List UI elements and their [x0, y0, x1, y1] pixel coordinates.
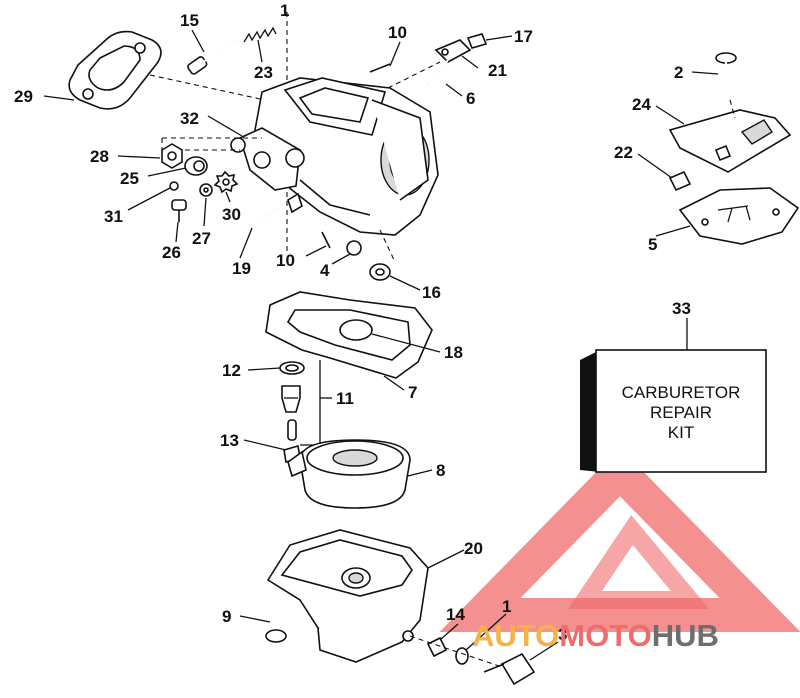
callout-25: 25: [120, 169, 139, 188]
plug-3: [483, 652, 536, 686]
screw-6: [427, 59, 449, 85]
callout-28: 28: [90, 147, 109, 166]
check-ball-4: [346, 240, 362, 256]
callout-18: 18: [444, 343, 463, 362]
kit-label-line1: CARBURETOR: [622, 383, 741, 402]
screw-2: [715, 52, 737, 98]
idle-mixture-screw: [187, 39, 239, 75]
seal-16: [369, 263, 391, 281]
screw-19: [251, 204, 283, 229]
callout-3: 3: [558, 625, 567, 644]
callout-24: 24: [632, 95, 651, 114]
callout-9: 9: [222, 607, 231, 626]
callout-22: 22: [614, 143, 633, 162]
callout-labels: 15 1 23 10 17 21 6 29 32 28 25 31 30 27 …: [14, 1, 691, 644]
callout-26: 26: [162, 243, 181, 262]
callout-29: 29: [14, 87, 33, 106]
washer-12: [279, 361, 305, 375]
callout-15: 15: [180, 11, 199, 30]
needle-11: [287, 419, 297, 441]
repair-kit-box: CARBURETOR REPAIR KIT: [580, 349, 767, 473]
washer-27: [199, 183, 213, 197]
nut-28: [161, 143, 183, 169]
screw-spring: [243, 26, 277, 43]
callout-32: 32: [180, 109, 199, 128]
watermark-moto: MOTO: [559, 618, 651, 653]
callout-20: 20: [464, 539, 483, 558]
flange-gasket: [68, 30, 162, 110]
watermark-triangle-outer: [439, 447, 800, 632]
callout-30: 30: [222, 205, 241, 224]
callout-19: 19: [232, 259, 251, 278]
float-8: [287, 439, 411, 509]
needle-seat-11: [281, 385, 301, 413]
washer-31: [169, 181, 179, 191]
pump-cover-24: [668, 109, 792, 173]
washer-1: [455, 647, 469, 665]
fitting-22: [668, 170, 692, 192]
star-washer-30: [213, 170, 239, 194]
callout-16: 16: [422, 283, 441, 302]
callout-10-bottom: 10: [276, 251, 295, 270]
kit-label-line3: KIT: [668, 423, 694, 442]
float-pin-bottom: [321, 231, 331, 249]
callout-23: 23: [254, 63, 273, 82]
callout-12: 12: [222, 361, 241, 380]
diaphragm-5: [678, 187, 800, 245]
kit-label-line2: REPAIR: [650, 403, 712, 422]
leader-lines: [43, 29, 719, 661]
carburetor-body: [230, 77, 439, 236]
callout-6: 6: [466, 89, 475, 108]
callout-4: 4: [320, 261, 330, 280]
jet-14: [426, 636, 448, 658]
callout-31: 31: [104, 207, 123, 226]
fitting-17: [466, 33, 488, 49]
callout-14: 14: [446, 605, 465, 624]
screw-9: [265, 610, 287, 643]
float-bowl-20: [266, 529, 429, 663]
o-ring-18: [339, 319, 373, 341]
callout-8: 8: [436, 461, 445, 480]
watermark-auto: AUTO: [472, 618, 559, 653]
callout-2: 2: [674, 63, 683, 82]
callout-17: 17: [514, 27, 533, 46]
screw-26: [171, 199, 187, 222]
callout-33: 33: [672, 299, 691, 318]
callout-7: 7: [408, 383, 417, 402]
callout-5: 5: [648, 235, 657, 254]
callout-13: 13: [220, 431, 239, 450]
svg-text:AUTOMOTOHUB: AUTOMOTOHUB: [472, 618, 719, 653]
watermark-triangle-inner: [568, 514, 710, 609]
callout-21: 21: [488, 61, 507, 80]
watermark-text: AUTOMOTOHUB: [472, 618, 719, 653]
callout-11: 11: [336, 389, 354, 408]
float-pin-top: [369, 63, 391, 73]
callout-10-top: 10: [388, 23, 407, 42]
callout-27: 27: [192, 229, 211, 248]
watermark-hub: HUB: [652, 618, 719, 653]
callout-1-top: 1: [280, 1, 289, 20]
callout-1-bottom: 1: [502, 597, 511, 616]
plate-21: [434, 39, 472, 63]
watermark-logo: [439, 447, 800, 632]
cap-25: [184, 156, 208, 176]
